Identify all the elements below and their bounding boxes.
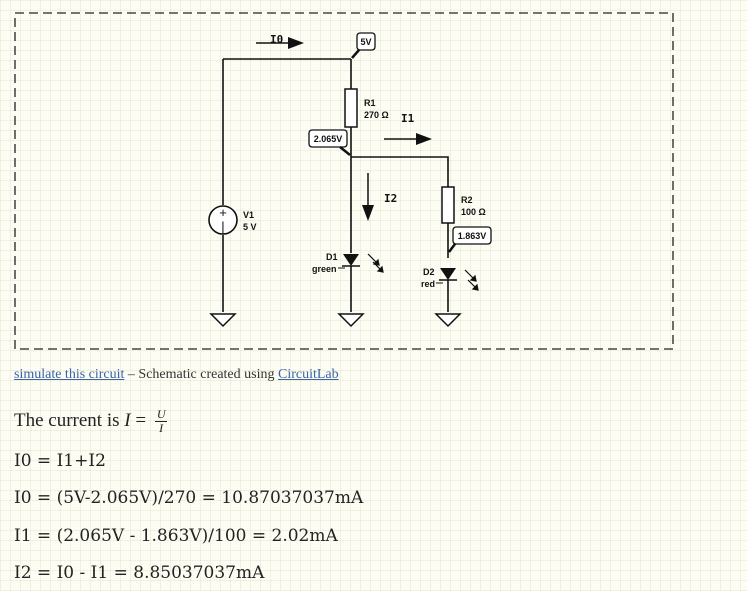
i1-label: I1 [401, 112, 415, 125]
equation-4: I2 = I0 - I1 = 8.85037037mA [14, 563, 265, 583]
probe-5v [351, 32, 376, 59]
svg-text:|: | [221, 219, 224, 234]
d2-name: D2 [423, 267, 435, 277]
circuitlab-link[interactable]: CircuitLab [277, 367, 339, 382]
voltage-source-v1: + | [208, 205, 238, 235]
probe-1863v-label: 1.863V [458, 231, 487, 241]
simulate-link[interactable]: simulate this circuit [14, 367, 125, 382]
r1-name: R1 [364, 98, 376, 108]
schematic-border [14, 12, 674, 350]
formula-eq: = [130, 409, 151, 431]
wire-middle [351, 156, 449, 258]
formula-lhs: I [124, 409, 131, 431]
r1-value: 270 Ω [364, 110, 389, 120]
v1-name: V1 [243, 210, 254, 220]
v1-value: 5 V [243, 222, 257, 232]
led-d1 [338, 253, 384, 273]
r2-value: 100 Ω [461, 207, 486, 217]
svg-text:+: + [219, 205, 227, 220]
probe-5v-label: 5V [360, 37, 371, 47]
i0-label: I0 [270, 33, 283, 46]
probe-1863v [448, 226, 492, 253]
current-arrow-i0 [256, 37, 304, 49]
circuit-schematic: + | V1 5 V R1 270 Ω R2 100 Ω D1 green [14, 12, 674, 350]
equation-2: I0 = (5V-2.065V)/270 = 10.87037037mA [14, 488, 364, 508]
resistor-r2 [441, 186, 455, 224]
probe-2065v [308, 129, 351, 156]
i2-label: I2 [384, 192, 397, 205]
wire-top [222, 58, 351, 312]
equation-1: I0 = I1+I2 [14, 451, 106, 471]
equation-3: I1 = (2.065V - 1.863V)/100 = 2.02mA [14, 526, 338, 546]
resistor-r1 [344, 88, 358, 128]
d2-color: red [421, 279, 435, 289]
current-arrow-i1 [384, 133, 432, 145]
ground-icon [209, 313, 462, 328]
formula-prefix: The current is [14, 409, 125, 431]
current-arrow-i2 [362, 173, 374, 221]
d1-name: D1 [326, 252, 338, 262]
schematic-caption: simulate this circuit – Schematic create… [14, 367, 339, 383]
formula-numerator: U [154, 407, 168, 422]
probe-2065v-label: 2.065V [314, 134, 343, 144]
caption-text: – Schematic created using [124, 367, 278, 382]
formula-denominator: I [159, 421, 164, 435]
d1-color: green [312, 264, 337, 274]
r2-name: R2 [461, 195, 473, 205]
led-d2 [436, 268, 479, 291]
